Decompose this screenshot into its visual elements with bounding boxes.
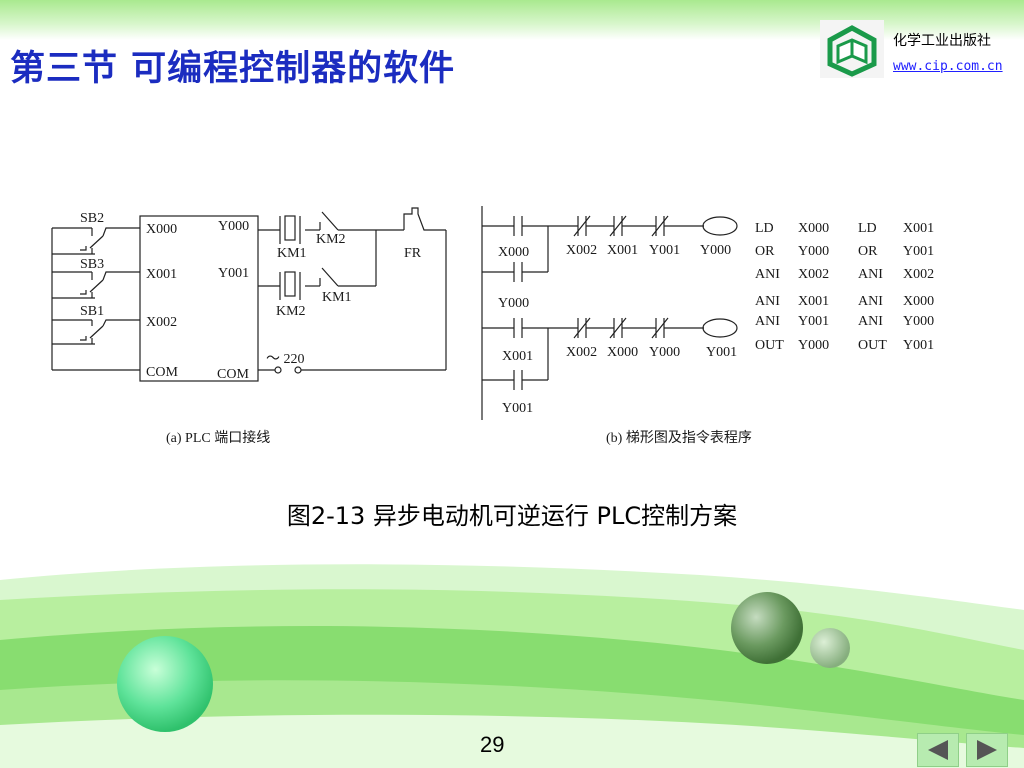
instruction-right-operand: Y001 <box>903 338 934 353</box>
input-x001-label: X001 <box>146 267 177 282</box>
wiring-subcaption: (a) PLC 端口接线 <box>166 429 270 446</box>
instruction-left-op: ANI <box>755 267 780 282</box>
switch-sb3-label: SB3 <box>80 257 104 272</box>
input-com-label: COM <box>146 365 178 380</box>
input-x002-label: X002 <box>146 315 177 330</box>
ladder-subcaption: (b) 梯形图及指令表程序 <box>606 430 752 446</box>
coil-km1-label: KM1 <box>277 246 307 261</box>
page-number: 29 <box>480 732 505 757</box>
instruction-left-operand: Y001 <box>798 314 829 329</box>
instruction-right-operand: X001 <box>903 221 934 236</box>
instruction-left-operand: X000 <box>798 221 829 236</box>
instruction-left-op: ANI <box>755 294 780 309</box>
rung2-contact-x000: X000 <box>607 345 638 360</box>
instruction-right-op: LD <box>858 221 877 236</box>
input-x000-label: X000 <box>146 222 177 237</box>
rung2-coil-y001: Y001 <box>706 345 737 360</box>
instruction-right-op: ANI <box>858 314 883 329</box>
website-link[interactable]: www.cip.com.cn <box>893 59 1003 74</box>
instruction-left-op: LD <box>755 221 774 236</box>
publisher-logo <box>820 20 884 78</box>
instruction-right-operand: Y000 <box>903 314 934 329</box>
instruction-right-op: ANI <box>858 267 883 282</box>
instruction-left-operand: X002 <box>798 267 829 282</box>
plc-figure: SB2 SB3 SB1 X000 X001 X002 COM Y000 Y001… <box>51 206 934 446</box>
instruction-right-operand: X000 <box>903 294 934 309</box>
triangle-right-icon <box>977 740 997 760</box>
rung2-contact-x001: X001 <box>502 349 533 364</box>
coil-km2-symbol <box>284 271 296 297</box>
rung1-coil-y000: Y000 <box>700 243 731 258</box>
instruction-right-op: ANI <box>858 294 883 309</box>
output-com-label: COM <box>217 367 249 382</box>
instruction-right-operand: Y001 <box>903 244 934 259</box>
instruction-left-op: OR <box>755 244 775 259</box>
instruction-left-operand: Y000 <box>798 338 829 353</box>
rung2-contact-y000: Y000 <box>649 345 680 360</box>
instruction-left-operand: X001 <box>798 294 829 309</box>
rung1-contact-y001: Y001 <box>649 243 680 258</box>
supply-label: ～ 220 <box>266 352 305 367</box>
rung1-contact-x002: X002 <box>566 243 597 258</box>
plc-box <box>139 215 259 382</box>
instruction-right-op: OUT <box>858 338 887 353</box>
instruction-left-operand: Y000 <box>798 244 829 259</box>
switch-sb1-label: SB1 <box>80 304 104 319</box>
rung2-contact-x002: X002 <box>566 345 597 360</box>
coil-km2-label: KM2 <box>276 304 306 319</box>
instruction-right-operand: X002 <box>903 267 934 282</box>
interlock-km2-label: KM2 <box>316 232 346 247</box>
figure-caption: 图2-13 异步电动机可逆运行 PLC控制方案 <box>286 502 738 530</box>
overload-fr-label: FR <box>404 246 422 261</box>
instruction-left-op: OUT <box>755 338 784 353</box>
book-logo-icon <box>827 25 877 77</box>
switch-sb2-label: SB2 <box>80 211 104 226</box>
rung1-contact-x000: X000 <box>498 245 529 260</box>
instruction-right-op: OR <box>858 244 878 259</box>
output-y000-label: Y000 <box>218 219 249 234</box>
publisher-name: 化学工业出版社 <box>893 33 991 49</box>
coil-km1-symbol <box>284 215 296 241</box>
next-slide-button[interactable] <box>966 733 1008 767</box>
decorative-bubble <box>810 628 850 668</box>
page-title: 第三节 可编程控制器的软件 <box>10 49 456 89</box>
interlock-km1-label: KM1 <box>322 290 352 305</box>
previous-slide-button[interactable] <box>917 733 959 767</box>
triangle-left-icon <box>928 740 948 760</box>
output-y001-label: Y001 <box>218 266 249 281</box>
rung1-contact-y000: Y000 <box>498 296 529 311</box>
instruction-left-op: ANI <box>755 314 780 329</box>
rung1-contact-x001: X001 <box>607 243 638 258</box>
decorative-bubble <box>731 592 803 664</box>
decorative-bubble <box>117 636 213 732</box>
rung2-contact-y001: Y001 <box>502 401 533 416</box>
